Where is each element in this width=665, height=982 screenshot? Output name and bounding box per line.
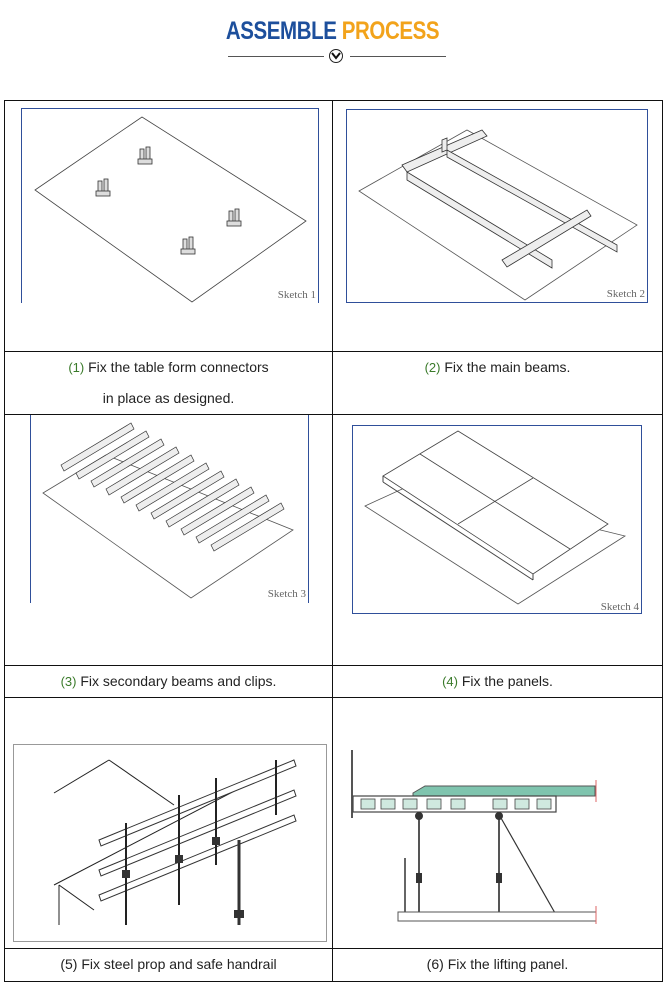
sketch-label: Sketch 1	[277, 289, 316, 301]
page-header: ASSEMBLE PROCESS	[0, 0, 665, 100]
sketch-2-frame: Sketch 2	[346, 109, 648, 303]
caption-text-line2: in place as designed.	[102, 390, 235, 406]
caption-text: Fix secondary beams and clips.	[80, 673, 277, 689]
divider-left	[228, 56, 324, 57]
step-2-caption: (2) Fix the main beams.	[332, 351, 663, 415]
step-number: (1)	[68, 360, 85, 375]
sketch-1-drawing	[34, 116, 307, 303]
caption-text: Fix the main beams.	[444, 359, 571, 375]
step-number: (3)	[60, 674, 77, 689]
sketch-label: Sketch 3	[267, 588, 306, 600]
step-4-caption: (4) Fix the panels.	[332, 665, 663, 698]
sketch-3-drawing	[42, 422, 294, 599]
sketch-4-drawing	[364, 430, 627, 605]
step-1-caption: (1) Fix the table form connectors in pla…	[4, 351, 333, 415]
sketch-2-drawing	[358, 129, 638, 301]
divider-right	[350, 56, 446, 57]
step-4-image-cell: Sketch 4	[332, 414, 663, 666]
sketch-label: Sketch 4	[600, 601, 639, 613]
caption-text: Fix the lifting panel.	[447, 956, 569, 972]
caption-text: Fix steel prop and safe handrail	[81, 956, 277, 972]
step-1-image-cell: Sketch 1	[4, 100, 333, 352]
step-number: (4)	[442, 674, 458, 689]
lifting-panel-drawing	[351, 750, 597, 924]
step-6-frame	[333, 698, 663, 948]
title-word-assemble: ASSEMBLE	[225, 17, 337, 45]
sketch-3-frame: Sketch 3	[30, 415, 309, 603]
step-2-image-cell: Sketch 2	[332, 100, 663, 352]
step-6-caption: (6) Fix the lifting panel.	[332, 948, 663, 982]
sketch-label: Sketch 2	[606, 288, 645, 300]
step-3-caption: (3) Fix secondary beams and clips.	[4, 665, 333, 698]
step-5-caption: (5) Fix steel prop and safe handrail	[4, 948, 333, 982]
step-5-frame	[13, 744, 327, 942]
title-word-process: PROCESS	[341, 17, 440, 45]
sketch-4-frame: Sketch 4	[352, 425, 642, 614]
handrail-prop-drawing	[53, 759, 297, 925]
sketch-1-frame: Sketch 1	[21, 108, 319, 303]
step-5-image-cell	[4, 697, 333, 949]
step-number: (5)	[60, 956, 78, 972]
caption-text: Fix the panels.	[461, 673, 553, 689]
step-number: (2)	[424, 360, 441, 375]
page-title: ASSEMBLE PROCESS	[60, 17, 605, 46]
step-number: (6)	[426, 956, 444, 972]
chevron-down-circle-icon	[329, 49, 343, 63]
caption-text: Fix the table form connectors	[88, 359, 269, 375]
step-6-image-cell	[332, 697, 663, 949]
assembly-steps-table: Sketch 1 Sketch 2 (1) F	[4, 100, 663, 982]
step-3-image-cell: Sketch 3	[4, 414, 333, 666]
